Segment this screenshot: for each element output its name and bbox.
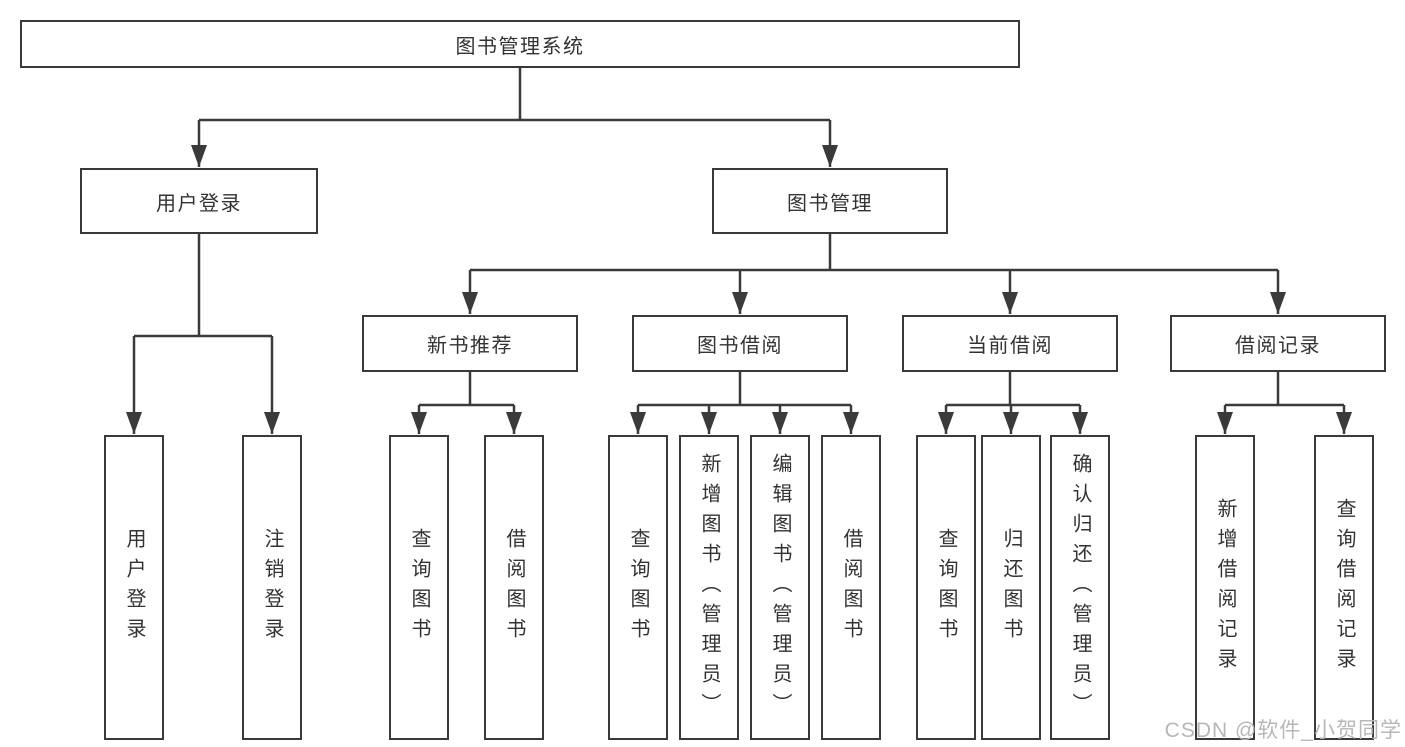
node-book-borrow: 图书借阅 (632, 315, 848, 372)
leaf-borrow-books-label: 借阅图书 (840, 527, 862, 648)
leaf-return-books: 归还图书 (981, 435, 1041, 740)
leaf-query-books-borrow-label: 查询图书 (627, 527, 649, 648)
node-book-management: 图书管理 (712, 168, 948, 234)
node-root: 图书管理系统 (20, 20, 1020, 68)
leaf-query-books-recommend-label: 查询图书 (408, 527, 430, 648)
leaf-logout-login: 注销登录 (242, 435, 302, 740)
leaf-user-login: 用户登录 (104, 435, 164, 740)
leaf-add-borrow-record-label: 新增借阅记录 (1214, 497, 1236, 678)
leaf-add-book-admin: 新增图书（管理员） (679, 435, 739, 740)
leaf-add-borrow-record: 新增借阅记录 (1195, 435, 1255, 740)
leaf-query-borrow-record-label: 查询借阅记录 (1333, 497, 1355, 678)
node-borrow-records: 借阅记录 (1170, 315, 1386, 372)
node-user-login: 用户登录 (80, 168, 318, 234)
csdn-watermark: CSDN @软件_小贺同学 (1164, 719, 1402, 742)
leaf-confirm-return-admin-label: 确认归还（管理员） (1069, 452, 1091, 723)
leaf-logout-login-label: 注销登录 (261, 527, 283, 648)
leaf-user-login-label: 用户登录 (123, 527, 145, 648)
leaf-borrow-books-recommend-label: 借阅图书 (503, 527, 525, 648)
leaf-add-book-admin-label: 新增图书（管理员） (698, 452, 720, 723)
leaf-edit-book-admin-label: 编辑图书（管理员） (769, 452, 791, 723)
leaf-query-books-current-label: 查询图书 (935, 527, 957, 648)
leaf-confirm-return-admin: 确认归还（管理员） (1050, 435, 1110, 740)
leaf-query-books-borrow: 查询图书 (608, 435, 668, 740)
leaf-borrow-books-recommend: 借阅图书 (484, 435, 544, 740)
leaf-borrow-books: 借阅图书 (821, 435, 881, 740)
node-new-book-recommend: 新书推荐 (362, 315, 578, 372)
leaf-query-books-recommend: 查询图书 (389, 435, 449, 740)
leaf-query-books-current: 查询图书 (916, 435, 976, 740)
leaf-query-borrow-record: 查询借阅记录 (1314, 435, 1374, 740)
leaf-return-books-label: 归还图书 (1000, 527, 1022, 648)
node-current-borrow: 当前借阅 (902, 315, 1118, 372)
leaf-edit-book-admin: 编辑图书（管理员） (750, 435, 810, 740)
